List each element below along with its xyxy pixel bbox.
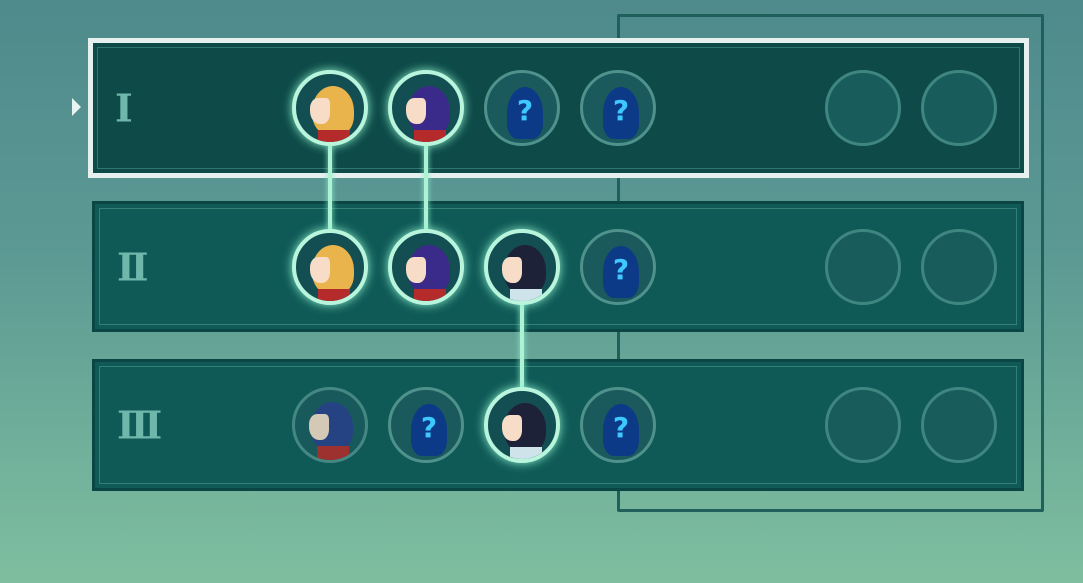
row-numeral: I [115, 85, 133, 131]
collar [317, 446, 349, 460]
row-numeral: III [117, 402, 162, 448]
unknown-character-icon: ? [507, 87, 543, 139]
character-slot-active[interactable] [388, 228, 464, 305]
character-slot-unknown[interactable]: ? [580, 228, 656, 305]
collar [510, 447, 542, 459]
slot-connector-line [520, 302, 524, 389]
face [502, 415, 522, 441]
face [310, 98, 330, 124]
unknown-character-icon: ? [603, 245, 639, 298]
face [310, 256, 330, 283]
character-slot-unknown[interactable]: ? [580, 70, 656, 146]
collar [414, 288, 446, 301]
face [309, 414, 329, 440]
character-slot-active[interactable] [484, 387, 560, 463]
character-slot-unknown[interactable]: ? [580, 387, 656, 463]
character-slot-empty[interactable] [825, 228, 901, 305]
collar [318, 130, 350, 142]
character-slot-empty[interactable] [921, 228, 997, 305]
slot-connector-line [328, 144, 332, 231]
character-slot-empty[interactable] [825, 70, 901, 146]
character-slot-active[interactable] [292, 228, 368, 305]
face [502, 256, 522, 283]
character-slot-empty[interactable] [921, 387, 997, 463]
character-slot-inactive[interactable] [292, 387, 368, 463]
unknown-character-icon: ? [603, 404, 639, 456]
character-slot-empty[interactable] [825, 387, 901, 463]
collar [510, 288, 542, 301]
row-numeral: II [117, 244, 149, 289]
collar [414, 130, 446, 142]
unknown-character-icon: ? [603, 87, 639, 139]
selected-row-arrow-icon [72, 98, 81, 116]
character-slot-unknown[interactable]: ? [484, 70, 560, 146]
character-slot-unknown[interactable]: ? [388, 387, 464, 463]
character-slot-active[interactable] [388, 70, 464, 146]
slot-connector-line [424, 144, 428, 231]
character-slot-active[interactable] [292, 70, 368, 146]
collar [318, 288, 350, 301]
character-slot-empty[interactable] [921, 70, 997, 146]
character-slot-active[interactable] [484, 228, 560, 305]
unknown-character-icon: ? [411, 404, 447, 456]
face [406, 98, 426, 124]
face [406, 256, 426, 283]
